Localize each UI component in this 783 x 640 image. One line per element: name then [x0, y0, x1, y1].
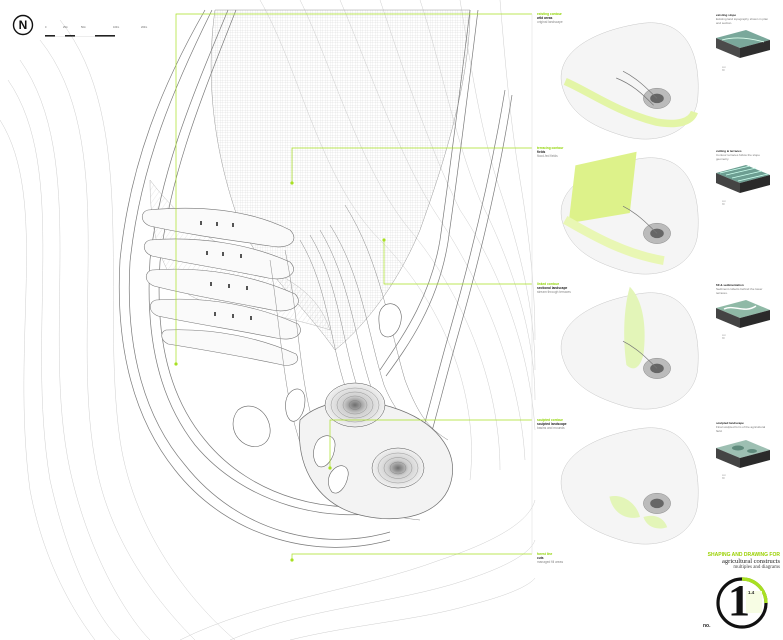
sheet-ring-icon — [716, 577, 768, 629]
basin-upper — [324, 382, 386, 428]
sheet-of: 1.4 — [748, 590, 755, 595]
leader-dots — [174, 181, 386, 562]
thumbnail-2 — [560, 151, 699, 275]
island-3 — [328, 465, 349, 494]
island-1 — [285, 388, 306, 422]
plan-label-2: terracing contour fields flood-fed field… — [537, 146, 564, 158]
sheet-footer: no. — [703, 623, 711, 629]
scale-label-4: 200m — [141, 26, 148, 29]
diagram-desc-4: sculpted landscape Final sculpted form o… — [716, 421, 766, 433]
sheet-number-emblem: 1 1.4 no. — [700, 573, 770, 633]
title-sub: multiples and diagrams — [733, 565, 780, 570]
terrace-plots — [200, 221, 252, 320]
block-icon-3 — [716, 300, 770, 328]
thumbnail-3 — [560, 286, 699, 410]
plan-label-4: sculpted contour sculpted landscape basi… — [537, 418, 567, 430]
diagram-desc-3: fill & sedimentation Sediment collects b… — [716, 283, 763, 295]
thumbnail-4 — [560, 427, 699, 545]
island-4 — [232, 405, 271, 447]
diagram-desc-2: cutting & terraces Contour terraces foll… — [716, 149, 760, 161]
basin-lower-rings — [377, 452, 419, 484]
basin-lower — [371, 447, 425, 489]
north-letter: N — [19, 18, 28, 32]
scale-label-2: 50m — [81, 26, 86, 29]
scale-label-1: 25m — [63, 26, 68, 29]
block-icon-2 — [716, 165, 770, 193]
terraces — [141, 207, 301, 366]
plan-label-1: existing contour wild areas original lan… — [537, 12, 563, 24]
sheet-number: 1 — [728, 576, 750, 625]
title-block: SHAPING AND DRAWING FOR agricultural con… — [672, 552, 780, 570]
block-icon-4 — [716, 440, 770, 468]
scale-label-0: 0 — [45, 26, 47, 29]
thumbnail-1 — [560, 22, 699, 140]
north-arrow-icon: N — [12, 14, 34, 36]
title-kicker: SHAPING AND DRAWING FOR — [707, 552, 780, 558]
block-icons — [716, 30, 770, 468]
scale-label-3: 100m — [113, 26, 120, 29]
right-lens — [378, 303, 402, 338]
scale-bar-graphic — [45, 35, 115, 37]
thumbnails — [560, 22, 699, 545]
block-icon-1 — [716, 30, 770, 58]
leader-lines — [175, 13, 533, 560]
plan-label-5: forest line cuts managed fill areas — [537, 552, 564, 564]
outer-ribbons — [118, 9, 513, 548]
plan-label-3: linked contour sectional landscape strea… — [537, 282, 571, 294]
basin-upper-rings — [330, 387, 380, 423]
diagram-desc-1: existing slope Existing land topography … — [716, 13, 769, 25]
scale-bar: 0 25m 50m 100m 200m — [45, 26, 155, 37]
title-main: agricultural constructs — [722, 558, 780, 565]
